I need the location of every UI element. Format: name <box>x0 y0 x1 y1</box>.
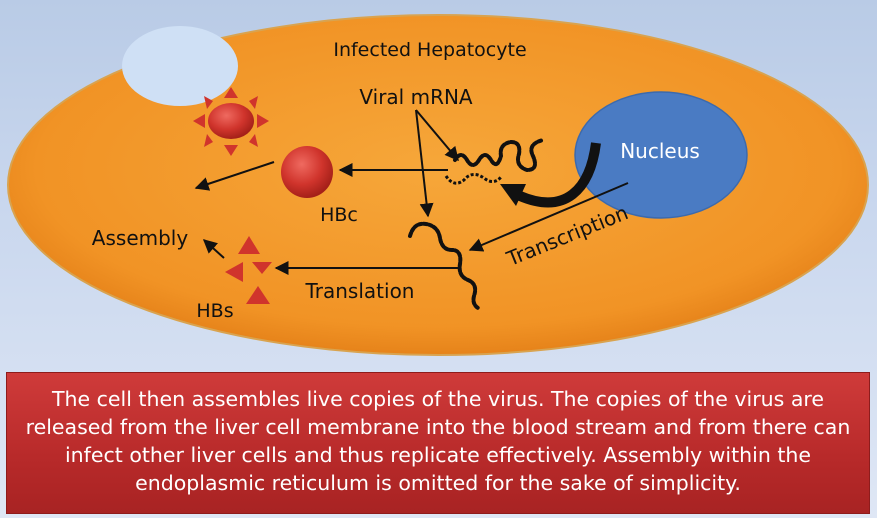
mrna-strand-lower <box>408 221 480 310</box>
hbc-core-icon <box>281 146 333 198</box>
virion-icon <box>193 87 269 156</box>
nucleus-label: Nucleus <box>620 139 700 163</box>
transcription-arrowhead <box>500 184 526 206</box>
vacuole-shape <box>122 26 238 106</box>
arrows-group <box>194 109 629 275</box>
cell-label: Infected Hepatocyte <box>333 39 526 61</box>
hbc-label: HBc <box>320 204 358 226</box>
hbs-protein-icon <box>225 236 272 304</box>
viral-mrna-label: Viral mRNA <box>359 85 473 109</box>
caption-box: The cell then assembles live copies of t… <box>6 372 870 514</box>
caption-text: The cell then assembles live copies of t… <box>25 387 851 495</box>
hbs-label: HBs <box>196 300 233 322</box>
mrna-strand-upper-loop <box>444 173 504 185</box>
translation-label: Translation <box>305 279 415 303</box>
mrna-strand-upper <box>453 138 545 173</box>
transcription-curved-arrow <box>518 142 601 208</box>
assembly-label: Assembly <box>92 226 189 250</box>
